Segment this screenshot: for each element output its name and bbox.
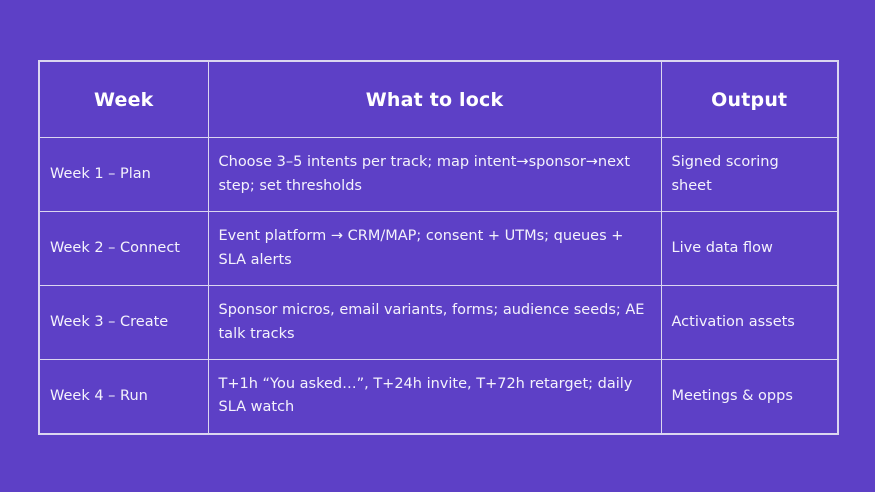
cell-output: Signed scoring sheet [660, 137, 839, 212]
cell-week: Week 1 – Plan [38, 137, 209, 212]
header-row: Week What to lock Output [38, 60, 839, 138]
cell-week: Week 3 – Create [38, 285, 209, 360]
week-plan-table: Week What to lock Output Week 1 – Plan C… [38, 60, 839, 435]
cell-lock: T+1h “You asked…”, T+24h invite, T+72h r… [207, 359, 662, 434]
table-row: Week 3 – Create Sponsor micros, email va… [38, 285, 839, 360]
cell-week: Week 4 – Run [38, 359, 209, 434]
column-header-week: Week [38, 60, 209, 138]
cell-output: Meetings & opps [660, 359, 839, 434]
table-row: Week 1 – Plan Choose 3–5 intents per tra… [38, 137, 839, 212]
column-header-lock: What to lock [207, 60, 662, 138]
table-row: Week 4 – Run T+1h “You asked…”, T+24h in… [38, 359, 839, 434]
cell-output: Activation assets [660, 285, 839, 360]
cell-lock: Event platform → CRM/MAP; consent + UTMs… [207, 211, 662, 286]
table-row: Week 2 – Connect Event platform → CRM/MA… [38, 211, 839, 286]
table-body: Week 1 – Plan Choose 3–5 intents per tra… [38, 137, 839, 434]
cell-week: Week 2 – Connect [38, 211, 209, 286]
column-header-output: Output [660, 60, 839, 138]
table-header: Week What to lock Output [38, 60, 839, 138]
cell-lock: Sponsor micros, email variants, forms; a… [207, 285, 662, 360]
cell-output: Live data flow [660, 211, 839, 286]
cell-lock: Choose 3–5 intents per track; map intent… [207, 137, 662, 212]
